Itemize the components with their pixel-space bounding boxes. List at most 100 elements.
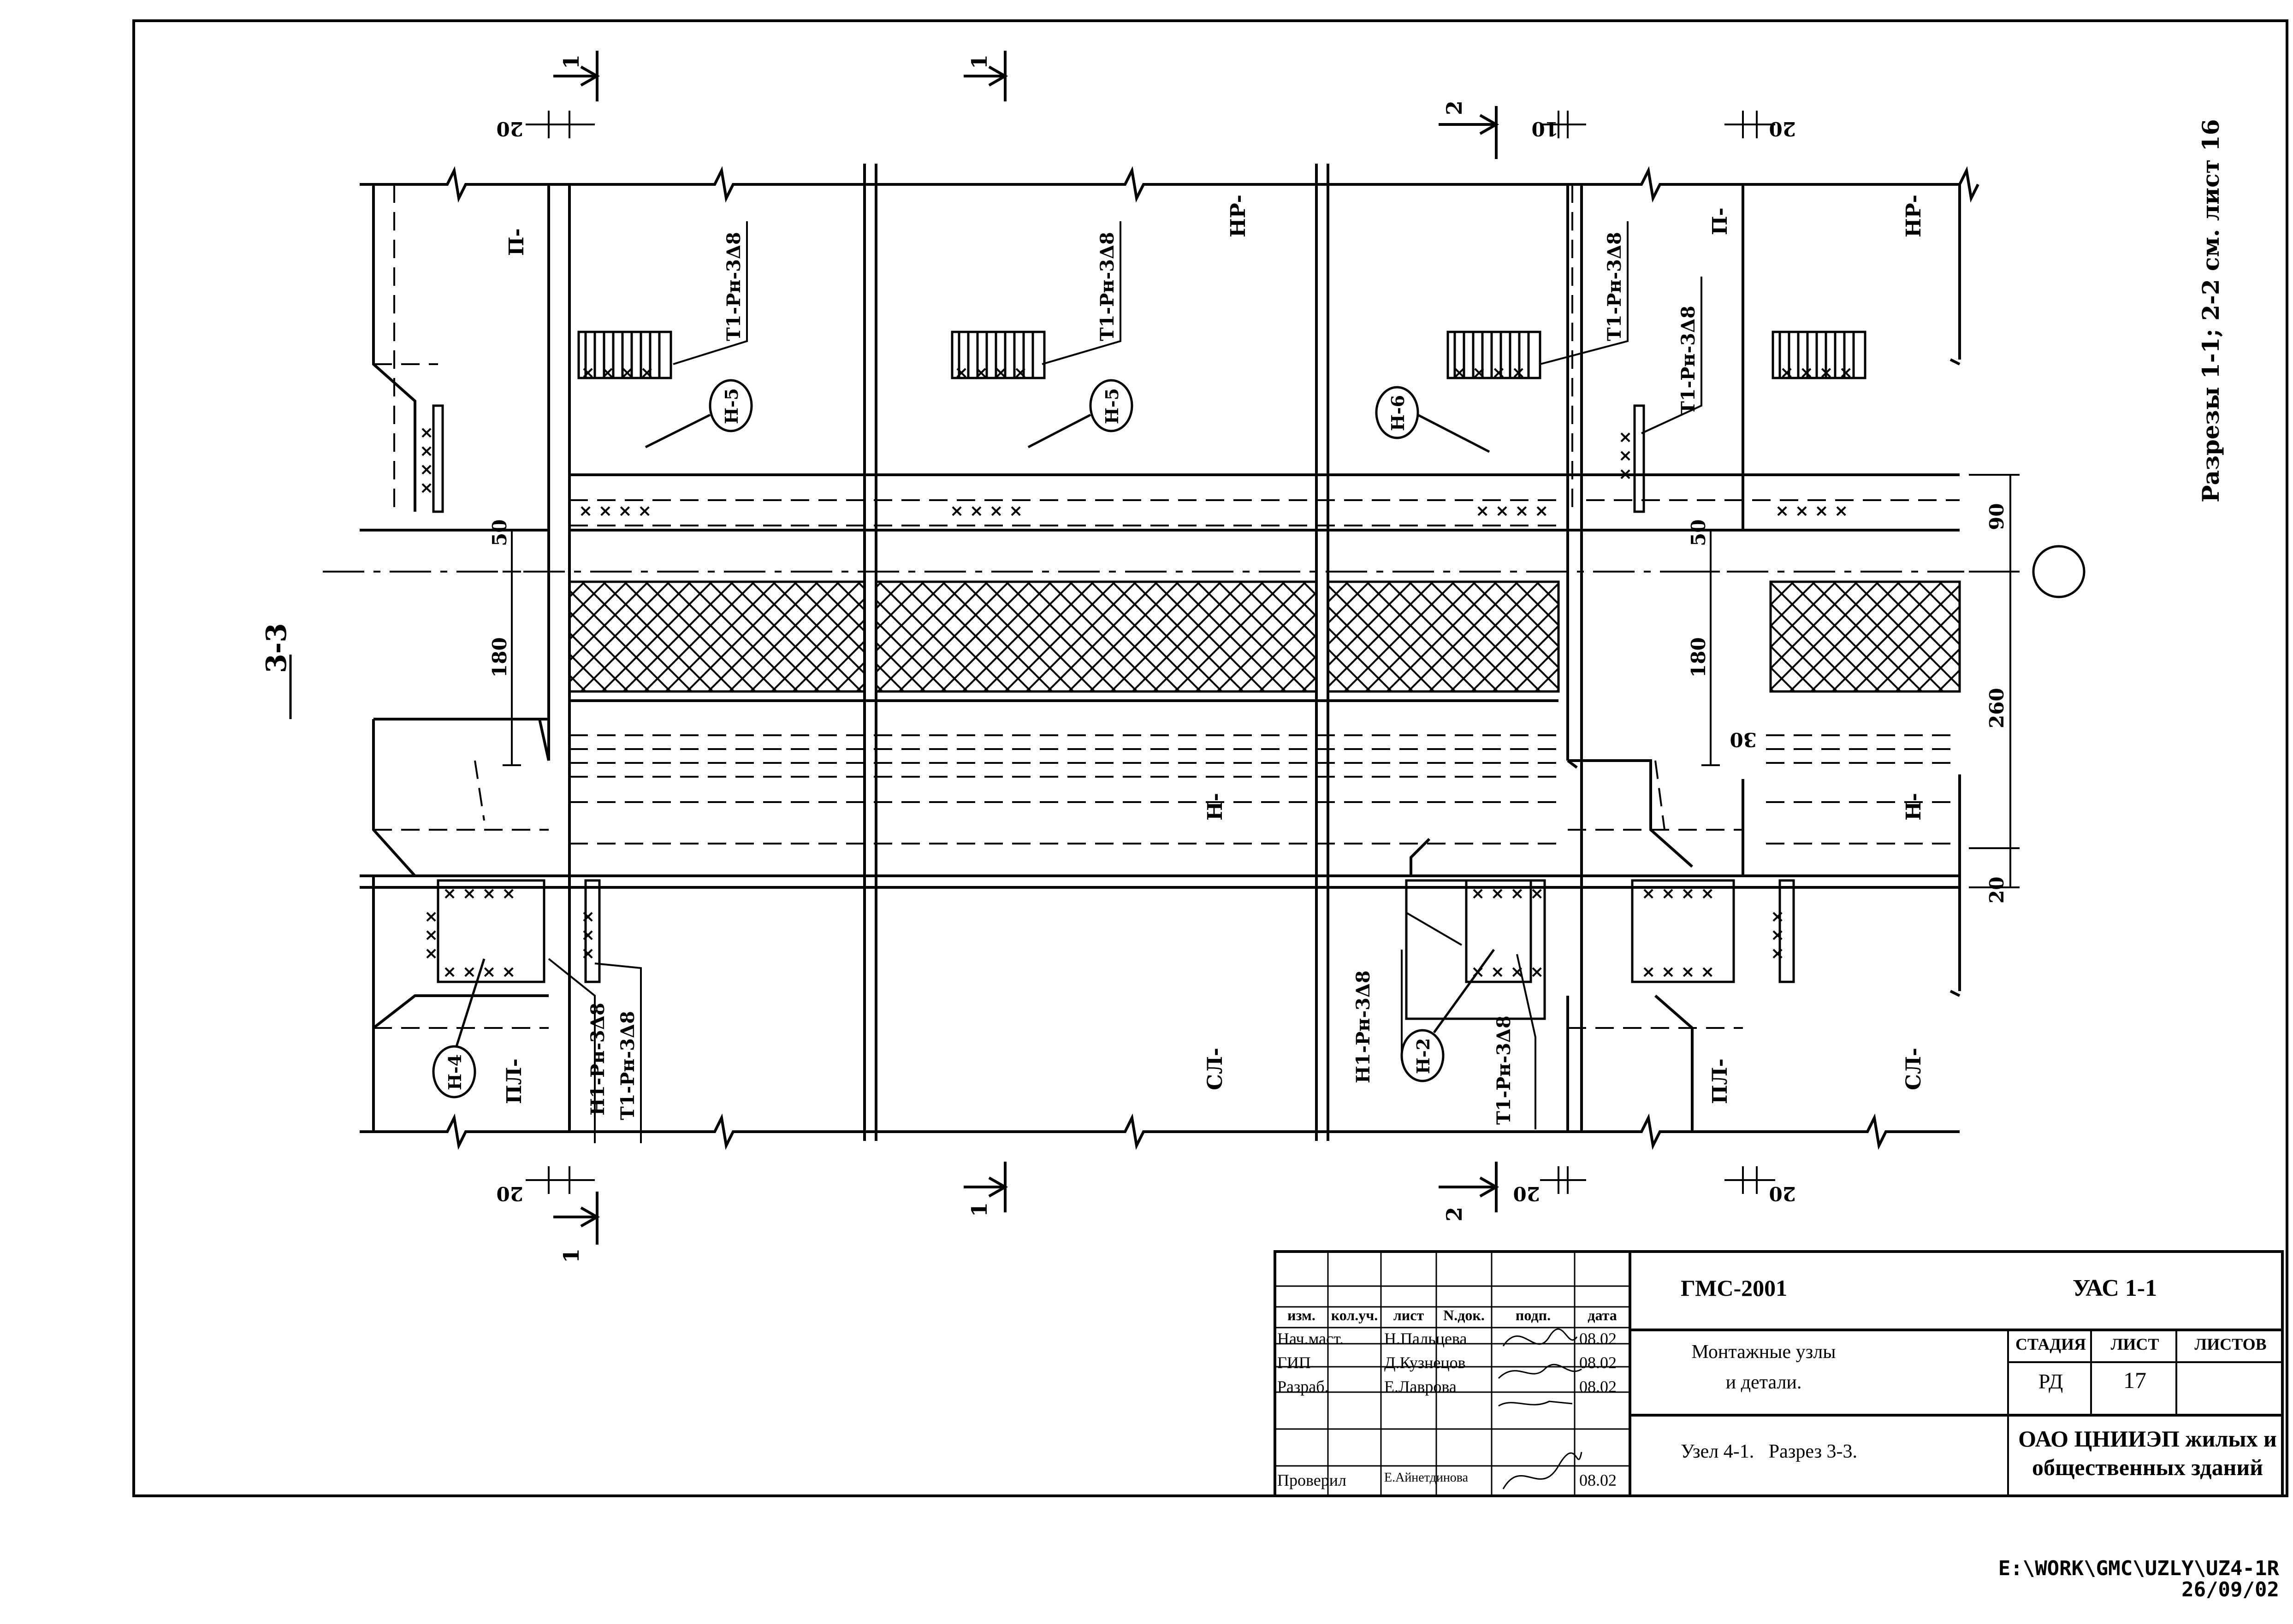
drawing-title: Монтажные узлы и детали. xyxy=(1639,1337,1888,1398)
node-frames xyxy=(437,879,1795,1020)
dim-20-right: 20 xyxy=(1985,877,2008,904)
weld-label-t1-d: Т1-Рн-3Δ8 xyxy=(1677,306,1699,415)
cut-label-2-bottom: 2 xyxy=(1442,1207,1467,1222)
svg-text:× × × ×: × × × × xyxy=(579,502,652,520)
side-note: Разрезы 1-1; 2-2 см. лист 16 xyxy=(2169,119,2224,530)
drawing-subtitle: Узел 4-1. Разрез 3-3. xyxy=(1681,1441,1858,1462)
svg-text:× × × ×: × × × × xyxy=(443,884,515,903)
node-label-n5-b: Н-5 xyxy=(1102,388,1122,424)
sheets-label: ЛИСТОВ xyxy=(2194,1335,2267,1353)
dimension-texts: 50 180 50 180 90 260 20 20 20 10 20 20 2… xyxy=(488,118,2008,1205)
dim-10-top: 10 xyxy=(1532,118,1558,140)
svg-text:× × × ×: × × × × xyxy=(1641,963,1714,981)
row-name: Е.Лаврова xyxy=(1384,1377,1457,1396)
organization: ОАО ЦНИИЭП жилых и общественных зданий xyxy=(2013,1424,2282,1482)
file-footer: E:\WORK\GMC\UZLY\UZ4-1R 26/09/02 xyxy=(1998,1558,2279,1600)
stage-value: РД xyxy=(2038,1370,2063,1393)
row-date: 08.02 xyxy=(1579,1329,1617,1348)
svg-text:×: × xyxy=(1771,926,1784,945)
panel-labels: П- НР- П- НР- Н- Н- СЛ- СЛ- ПЛ- ПЛ- xyxy=(503,195,1926,1104)
svg-text:× × × ×: × × × × xyxy=(1780,363,1853,382)
weld-label-h1-b: Н1-Рн-3Δ8 xyxy=(1352,970,1374,1083)
dim-20-top-right: 20 xyxy=(1769,118,1796,140)
signatures xyxy=(1498,1328,1582,1489)
weld-label-t1-a: Т1-Рн-3Δ8 xyxy=(723,232,745,341)
section-title: 3-3 xyxy=(261,623,293,673)
header-data: дата xyxy=(1588,1307,1617,1323)
svg-text:×: × xyxy=(420,478,433,497)
stage-label: СТАДИЯ xyxy=(2015,1335,2086,1353)
node-label-n5-a: Н-5 xyxy=(721,388,742,424)
document-code: УАС 1-1 xyxy=(2073,1275,2157,1301)
svg-text:× × × ×: × × × × xyxy=(950,502,1023,520)
row-role: Нач.маст. xyxy=(1277,1329,1344,1348)
svg-text:×: × xyxy=(420,460,433,479)
header-ndok: N.док. xyxy=(1443,1307,1485,1323)
title-block-grid xyxy=(1274,1250,2284,1497)
header-row: изм. кол.уч. лист N.док. подп. дата xyxy=(1275,1307,1630,1328)
weld-label-t1-c: Т1-Рн-3Δ8 xyxy=(1604,232,1625,341)
cut-label-2-top: 2 xyxy=(1442,100,1467,115)
dim-260: 260 xyxy=(1985,688,2008,728)
row-role: Разраб. xyxy=(1277,1377,1329,1396)
dim-180-left: 180 xyxy=(488,637,511,678)
svg-text:×: × xyxy=(581,907,595,926)
panel-label-p-left: П- xyxy=(505,228,528,256)
svg-text:×: × xyxy=(420,442,433,461)
row-name: Д.Кузнецов xyxy=(1384,1353,1466,1372)
dim-90: 90 xyxy=(1985,503,2008,530)
node-label-n4: Н-4 xyxy=(444,1054,465,1090)
row-name: Н.Пальцева xyxy=(1384,1329,1467,1348)
row-name: Е.Айнетдинова xyxy=(1384,1470,1469,1485)
svg-text:×: × xyxy=(581,926,595,945)
svg-text:× × × ×: × × × × xyxy=(1471,884,1544,903)
svg-text:×: × xyxy=(424,926,438,945)
panel-label-n-mid: Н- xyxy=(1203,793,1227,821)
svg-text:× × × ×: × × × × xyxy=(581,363,654,382)
svg-text:×: × xyxy=(420,423,433,442)
cut-label-1-bottom-mid: 1 xyxy=(967,1202,992,1217)
header-list: лист xyxy=(1393,1307,1424,1323)
panel-label-pl-right: ПЛ- xyxy=(1708,1058,1732,1104)
weld-callouts: Т1-Рн-3Δ8 Т1-Рн-3Δ8 Т1-Рн-3Δ8 Т1-Рн-3Δ8 … xyxy=(587,232,1699,1125)
node-label-n2: Н-2 xyxy=(1413,1038,1434,1074)
cut-label-1-bottom: 1 xyxy=(559,1248,584,1263)
dim-20-bottom-mid: 20 xyxy=(1513,1182,1540,1205)
drawing-title-line1: Монтажные узлы xyxy=(1691,1341,1836,1363)
drawing-title-line2: и детали. xyxy=(1725,1372,1802,1393)
svg-text:× × × ×: × × × × xyxy=(1475,502,1548,520)
panel-label-pl-left: ПЛ- xyxy=(503,1058,526,1104)
sheet-frame xyxy=(132,19,2288,1497)
row-role: ГИП xyxy=(1277,1353,1311,1372)
section-cut-marks xyxy=(553,51,1499,1245)
header-podp: подп. xyxy=(1515,1307,1551,1323)
header-kol: кол.уч. xyxy=(1331,1307,1378,1323)
dim-180-right: 180 xyxy=(1687,637,1710,678)
dim-20-bottom-left: 20 xyxy=(497,1182,523,1205)
row-role: Проверил xyxy=(1277,1471,1346,1489)
svg-text:×: × xyxy=(1618,446,1632,465)
row-date: 08.02 xyxy=(1579,1471,1617,1489)
panel-label-sl-right: СЛ- xyxy=(1902,1048,1926,1090)
dim-50-right: 50 xyxy=(1687,520,1710,546)
organization-line2: общественных зданий xyxy=(2032,1454,2263,1480)
svg-text:× × × ×: × × × × xyxy=(1641,884,1714,903)
cut-label-1-top-mid: 1 xyxy=(967,54,992,69)
organization-line1: ОАО ЦНИИЭП жилых и xyxy=(2018,1426,2277,1452)
title-block: изм. кол.уч. лист N.док. подп. дата Нач.… xyxy=(1275,1252,2282,1496)
embedded-plates xyxy=(432,331,1866,513)
dim-20-bottom-right: 20 xyxy=(1769,1182,1796,1205)
svg-text:× × × ×: × × × × xyxy=(1452,363,1525,382)
row-date: 08.02 xyxy=(1579,1377,1617,1396)
panel-label-nr-right: НР- xyxy=(1902,195,1926,237)
svg-text:×: × xyxy=(1771,907,1784,926)
cut-labels: 1 1 2 1 1 2 xyxy=(559,54,1467,1263)
header-izm: изм. xyxy=(1287,1307,1315,1323)
dim-20-top-left: 20 xyxy=(497,118,523,140)
svg-text:× × × ×: × × × × xyxy=(1775,502,1848,520)
dimension-lines xyxy=(503,111,2020,1194)
insulation-hatch xyxy=(568,580,1961,693)
svg-text:× × × ×: × × × × xyxy=(954,363,1027,382)
row-date: 08.02 xyxy=(1579,1353,1617,1372)
